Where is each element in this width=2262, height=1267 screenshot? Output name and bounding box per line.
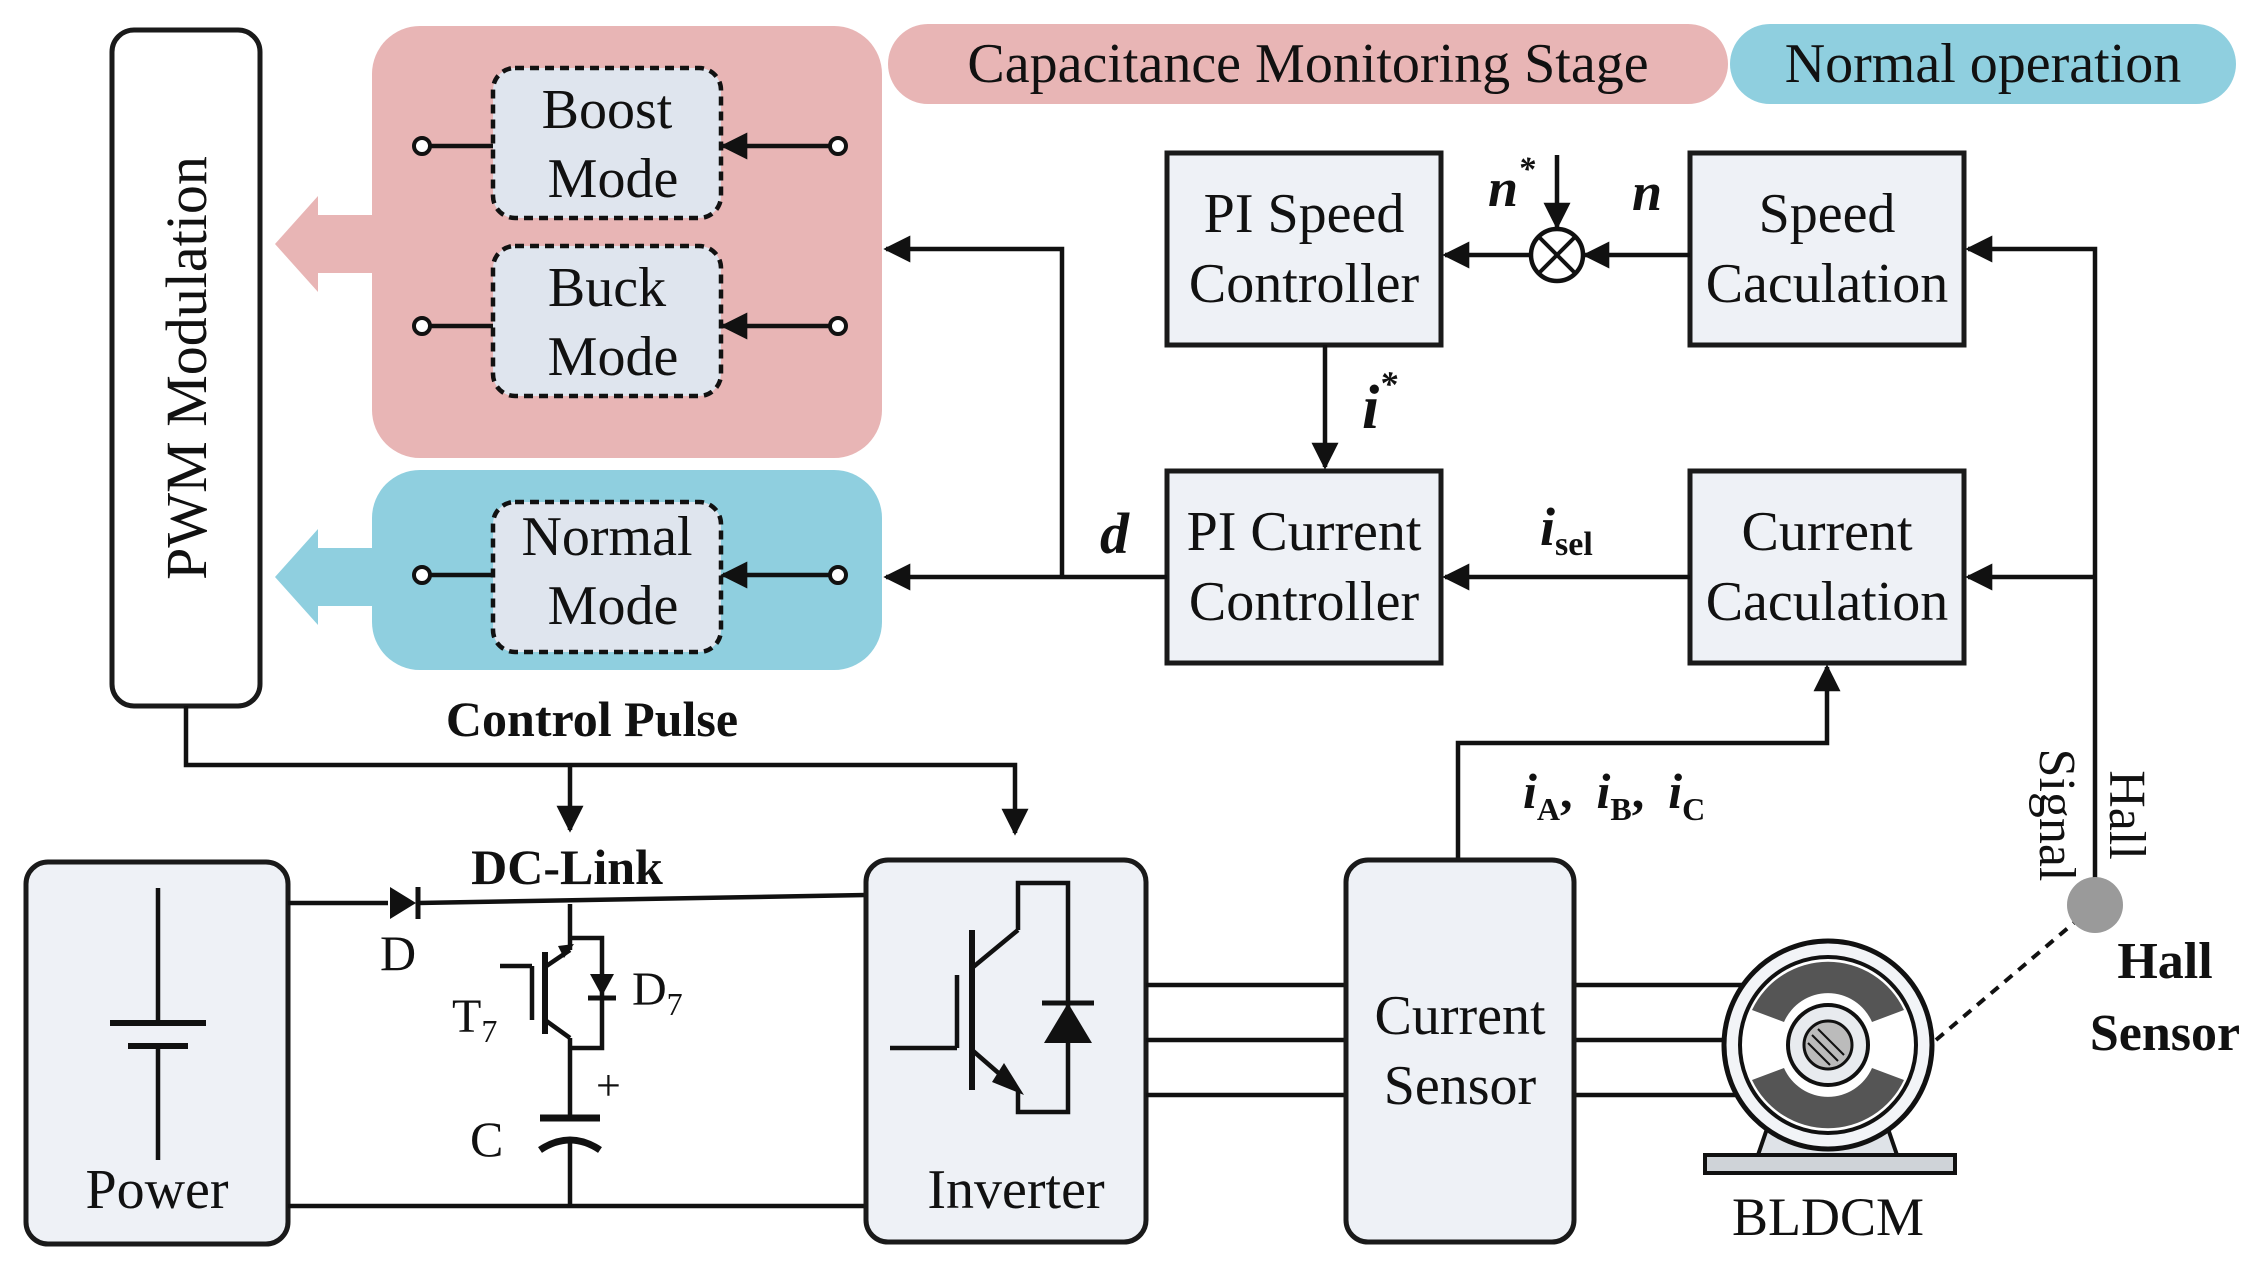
current-sensor-line2: Sensor	[1384, 1055, 1537, 1117]
normal-operation-banner: Normal operation	[1730, 24, 2236, 104]
capacitance-stage-banner: Capacitance Monitoring Stage	[888, 24, 1728, 104]
bldcm-motor: BLDCM	[1703, 938, 1957, 1247]
inverter-block: Inverter	[863, 857, 1149, 1245]
normal-operation-label: Normal operation	[1785, 33, 2182, 95]
inverter-diode-symbol	[1044, 1003, 1092, 1043]
n-ref-label: n*	[1488, 151, 1536, 218]
pi-current-line2: Controller	[1189, 571, 1420, 633]
pwm-modulation-label: PWM Modulation	[154, 156, 219, 580]
diode-d-label: D	[380, 925, 416, 981]
buck-mode-block: Buck Mode	[412, 243, 848, 399]
normal-mode-line1: Normal	[521, 506, 692, 568]
pwm-modulation-block: PWM Modulation	[109, 27, 263, 709]
pi-speed-line2: Controller	[1189, 253, 1420, 315]
pi-speed-controller-block: PI Speed Controller	[1164, 150, 1444, 348]
control-pulse-label: Control Pulse	[446, 691, 738, 747]
n-feedback-label: n	[1632, 162, 1662, 222]
capacitor-plus-label: +	[596, 1061, 621, 1110]
hall-sensor-dot	[2067, 877, 2123, 933]
pwm-input-arrow-pink	[275, 196, 372, 292]
speed-calc-line2: Caculation	[1706, 253, 1949, 315]
speed-calc-line1: Speed	[1759, 183, 1896, 245]
dc-link: DC-Link D T7 D7 + C	[288, 839, 867, 1209]
current-calc-line1: Current	[1741, 501, 1913, 563]
boost-mode-line1: Boost	[542, 79, 673, 141]
d-label: d	[1100, 501, 1130, 566]
speed-calculation-block: Speed Caculation	[1687, 150, 1967, 348]
pwm-input-arrow-blue	[275, 529, 372, 625]
three-phase-lines	[1146, 982, 1770, 1098]
current-calc-line2: Caculation	[1706, 571, 1949, 633]
pi-current-line1: PI Current	[1187, 501, 1422, 563]
normal-mode-block: Normal Mode	[412, 499, 848, 655]
hall-sensor-line1: Hall	[2117, 933, 2212, 990]
power-label: Power	[85, 1159, 228, 1221]
signal-labels: n* n i* isel d iA,iB,iC	[1100, 151, 1705, 827]
normal-mode-line2: Mode	[548, 575, 679, 637]
hall-signal-line1: Hall	[2098, 770, 2155, 860]
boost-mode-block: Boost Mode	[412, 65, 848, 221]
hall-signal-line2: Signal	[2028, 749, 2085, 882]
power-block: Power	[23, 859, 291, 1247]
control-pulse: Control Pulse	[183, 691, 1029, 836]
phase-currents-label: iA,iB,iC	[1523, 763, 1705, 827]
hall-sensor-line2: Sensor	[2090, 1005, 2240, 1062]
i-sel-label: isel	[1540, 497, 1593, 563]
current-sensor-line1: Current	[1374, 985, 1546, 1047]
pi-speed-line1: PI Speed	[1204, 183, 1405, 245]
dc-link-label: DC-Link	[471, 839, 663, 895]
current-sensor-block: Current Sensor	[1343, 857, 1577, 1245]
d7-diode-symbol	[590, 974, 614, 996]
i-ref-label: i*	[1362, 364, 1398, 442]
bldcm-label: BLDCM	[1732, 1187, 1924, 1247]
inverter-label: Inverter	[927, 1159, 1105, 1221]
d7-label: D7	[632, 963, 683, 1022]
summing-junction	[1528, 226, 1586, 284]
buck-mode-line1: Buck	[548, 257, 666, 319]
capacitance-stage-label: Capacitance Monitoring Stage	[967, 33, 1648, 95]
diode-d-symbol	[390, 887, 416, 919]
buck-mode-line2: Mode	[548, 326, 679, 388]
current-calculation-block: Current Caculation	[1687, 468, 1967, 666]
hall-sensor: Hall Sensor Hall Signal	[1934, 749, 2240, 1062]
t7-label: T7	[452, 990, 497, 1049]
capacitor-c-label: C	[470, 1111, 503, 1167]
pi-current-controller-block: PI Current Controller	[1164, 468, 1444, 666]
control-wires	[883, 155, 2098, 905]
boost-mode-line2: Mode	[548, 148, 679, 210]
